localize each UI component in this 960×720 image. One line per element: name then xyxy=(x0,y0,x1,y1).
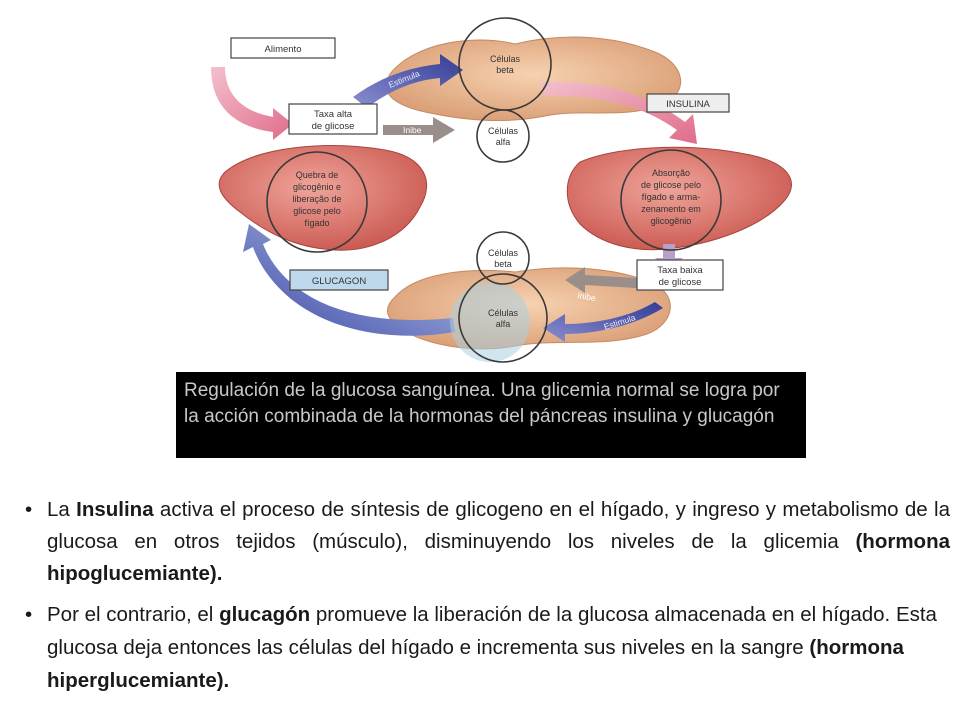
label-liver-left-1: Quebra de xyxy=(296,170,339,180)
box-taxa-alta xyxy=(288,103,378,135)
label-taxa-alta-2: de glicose xyxy=(312,121,355,132)
label-liver-right-3: fígado e arma- xyxy=(642,192,701,202)
label-taxa-baixa-2: de glicose xyxy=(659,277,702,288)
label-taxa-baixa-1: Taxa baixa xyxy=(657,265,703,276)
arrow-glucagon xyxy=(243,224,455,336)
box-insulina xyxy=(646,93,730,113)
bullet-bold-term: (hormona hipoglucemiante). xyxy=(47,530,950,585)
bullet-list: • La Insulina activa el proceso de sínte… xyxy=(25,494,950,697)
alfa-cells-highlight xyxy=(450,282,530,362)
circle-celulas-alfa-bottom xyxy=(458,273,548,363)
label-celulas-beta-bottom-1: Células xyxy=(488,248,519,258)
label-celulas-beta-bottom-2: beta xyxy=(494,259,512,269)
label-liver-right-5: glicogênio xyxy=(651,216,692,226)
arrow-alimento-to-taxa-alta xyxy=(211,67,293,140)
arrow-inibe-top xyxy=(383,117,455,143)
figure-caption: Regulación de la glucosa sanguínea. Una … xyxy=(176,372,806,458)
label-liver-left-3: liberação de xyxy=(292,194,341,204)
bullet-marker: • xyxy=(25,498,33,521)
bullet-insulina: • La Insulina activa el proceso de sínte… xyxy=(25,494,950,590)
bullet-glucagon: • Por el contrario, el glucagón promueve… xyxy=(25,598,950,697)
arrow-insulina xyxy=(540,81,697,144)
bullet-bold-term: glucagón xyxy=(219,603,311,626)
bullet-bold-term: (hormona hiperglucemiante). xyxy=(47,636,904,692)
label-celulas-beta-top-1: Células xyxy=(490,54,521,64)
label-celulas-alfa-top-2: alfa xyxy=(496,137,511,147)
label-liver-right-2: de glicose pelo xyxy=(641,180,701,190)
liver-left xyxy=(218,145,428,251)
circle-celulas-alfa-top xyxy=(476,109,530,163)
arrow-estimula-top xyxy=(353,54,463,108)
label-liver-left-2: glicogênio e xyxy=(293,182,341,192)
label-glucagon: GLUCAGON xyxy=(312,276,367,287)
label-alimento: Alimento xyxy=(265,44,302,55)
arrow-inibe-bottom xyxy=(565,267,637,293)
liver-right xyxy=(566,146,792,251)
circle-liver-right xyxy=(620,149,722,251)
glucose-regulation-diagram: Alimento Taxa alta de glicose INSULINA G… xyxy=(211,17,792,363)
label-celulas-alfa-bottom-2: alfa xyxy=(496,319,511,329)
label-liver-left-4: glicose pelo xyxy=(293,206,341,216)
circle-celulas-beta-bottom xyxy=(476,231,530,285)
bullet-text: activa el proceso de síntesis de glicoge… xyxy=(47,498,950,553)
box-alimento xyxy=(230,37,336,59)
label-celulas-alfa-bottom-1: Células xyxy=(488,308,519,318)
label-insulina: INSULINA xyxy=(666,99,710,110)
label-celulas-alfa-top-1: Células xyxy=(488,126,519,136)
label-celulas-beta-top-2: beta xyxy=(496,65,514,75)
bullet-marker: • xyxy=(25,603,33,626)
circle-liver-left xyxy=(266,151,368,253)
box-taxa-baixa xyxy=(636,259,724,291)
label-liver-right-1: Absorção xyxy=(652,168,690,178)
bullet-text: La xyxy=(47,498,77,521)
label-inibe-top: Inibe xyxy=(403,125,422,135)
bullet-bold-term: Insulina xyxy=(76,498,154,521)
bullet-text: promueve la liberación de la glucosa alm… xyxy=(47,603,937,659)
label-liver-right-4: zenamento em xyxy=(641,204,701,214)
arrow-estimula-bottom xyxy=(543,302,663,342)
label-inibe-bottom: Inibe xyxy=(577,290,597,303)
bullet-text: Por el contrario, el xyxy=(47,603,220,626)
label-liver-left-5: fígado xyxy=(304,218,329,228)
box-glucagon xyxy=(289,269,389,291)
label-taxa-alta-1: Taxa alta xyxy=(314,109,353,120)
